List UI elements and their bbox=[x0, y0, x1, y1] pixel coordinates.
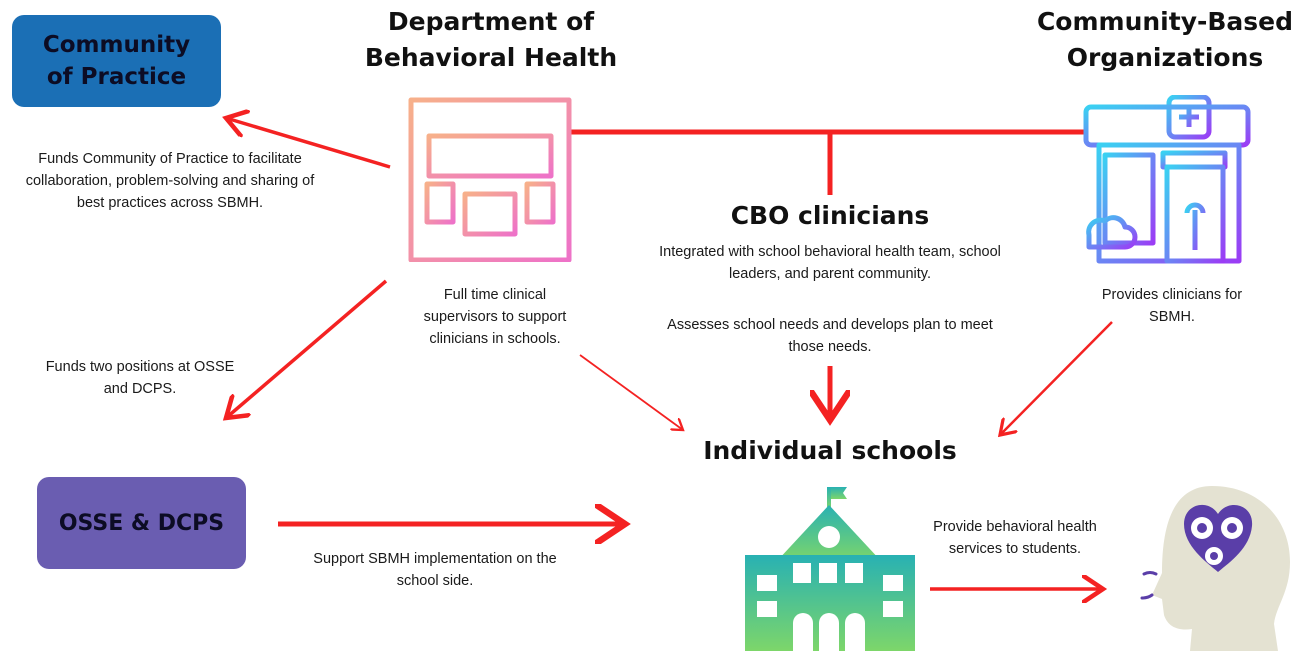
dbh-heading: Department of Behavioral Health bbox=[364, 7, 618, 72]
arrow-supervisors-to-schools bbox=[579, 354, 683, 430]
arrow-dbh-to-osse bbox=[226, 279, 388, 418]
note-funds-cop: Funds Community of Practice to facilitat… bbox=[25, 151, 315, 211]
note-provides-clinicians: Provides clinicians for SBMH. bbox=[1101, 287, 1243, 325]
community-of-practice-box: Community of Practice bbox=[12, 15, 221, 107]
clinic-building-icon bbox=[1083, 95, 1251, 264]
head-with-heart-gears-icon bbox=[1140, 486, 1290, 651]
cbo-orgs-heading: Community-Based Organizations bbox=[1036, 7, 1294, 72]
note-funds-positions: Funds two positions at OSSE and DCPS. bbox=[45, 359, 235, 397]
note-cbo-assesses: Assesses school needs and develops plan … bbox=[667, 317, 993, 355]
school-building-icon bbox=[745, 487, 915, 651]
note-provide-services: Provide behavioral health services to st… bbox=[933, 519, 1097, 557]
government-building-icon bbox=[408, 97, 572, 262]
cbo-clinicians-heading: CBO clinicians bbox=[730, 201, 930, 230]
community-of-practice-label: Community of Practice bbox=[42, 32, 191, 90]
arrow-cbo-to-schools bbox=[1000, 321, 1113, 435]
note-support-implementation: Support SBMH implementation on the schoo… bbox=[313, 551, 557, 589]
individual-schools-heading: Individual schools bbox=[703, 436, 957, 465]
osse-dcps-label: OSSE & DCPS bbox=[58, 510, 225, 536]
arrow-dbh-to-cop bbox=[226, 118, 391, 169]
note-cbo-integrated: Integrated with school behavioral health… bbox=[659, 244, 1001, 282]
note-supervisors: Full time clinical supervisors to suppor… bbox=[423, 287, 567, 347]
osse-dcps-box: OSSE & DCPS bbox=[37, 477, 246, 569]
